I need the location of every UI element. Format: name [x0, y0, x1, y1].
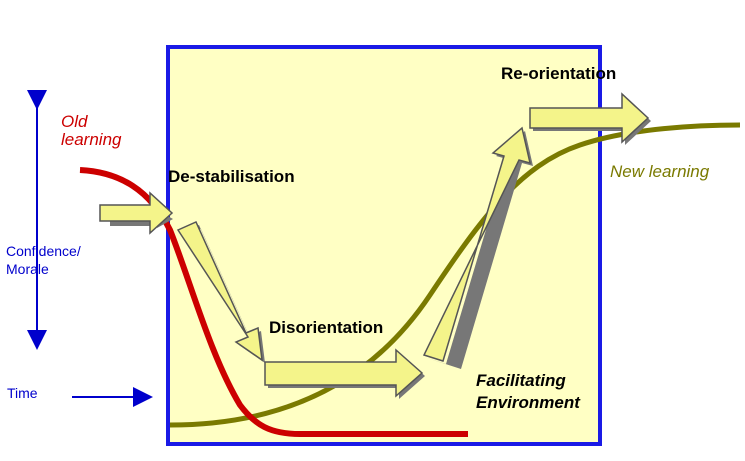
arrow-reorientation-forward	[529, 92, 651, 145]
new-learning-curve	[169, 122, 741, 428]
arrow-into-destabilisation	[99, 191, 174, 235]
confidence-morale-axis-label: Confidence/ Morale	[6, 243, 81, 277]
disorientation-label: Disorientation	[269, 318, 384, 337]
arrow-disorientation-to-reorientation	[422, 126, 533, 369]
old-learning-label: Old learning	[61, 112, 122, 149]
new-learning-label: New learning	[610, 162, 710, 181]
reorientation-label: Re-orientation	[501, 64, 617, 83]
destabilisation-label: De-stabilisation	[168, 167, 295, 186]
facilitating-environment-label: Facilitating Environment	[476, 371, 580, 413]
arrow-disorientation-forward	[264, 348, 425, 399]
old-learning-curve	[79, 167, 468, 437]
time-axis-label: Time	[7, 385, 38, 401]
arrow-destabilisation-to-disorientation	[176, 221, 265, 363]
